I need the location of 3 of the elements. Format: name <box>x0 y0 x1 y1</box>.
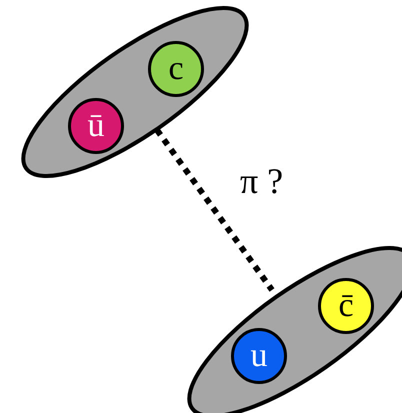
meson-ellipse <box>21 6 249 178</box>
dotted-line <box>154 128 274 292</box>
edge-label: π ? <box>240 160 284 202</box>
